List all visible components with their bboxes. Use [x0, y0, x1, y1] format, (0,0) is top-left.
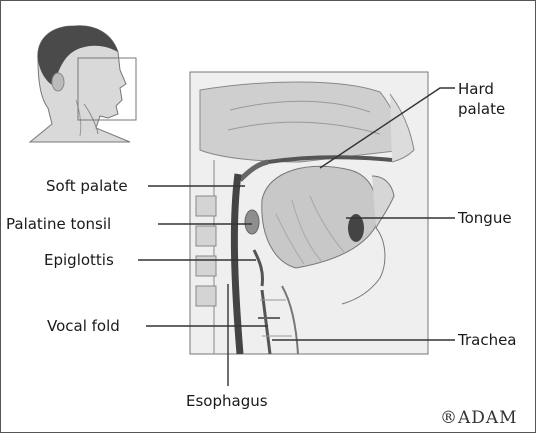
soft-palate-label: Soft palate: [46, 177, 128, 195]
hard-palate-label-line2: palate: [458, 100, 505, 118]
sagittal-section: [190, 72, 428, 354]
hard-palate-label-line1: Hard: [458, 80, 494, 98]
adam-logo: ®ADAM: [440, 408, 518, 428]
trachea-label: Trachea: [458, 331, 517, 349]
tongue-label: Tongue: [458, 209, 512, 227]
palatine-tonsil-label: Palatine tonsil: [6, 215, 111, 233]
head-thumbnail: [30, 26, 136, 142]
epiglottis-label: Epiglottis: [44, 251, 114, 269]
esophagus-label: Esophagus: [186, 392, 268, 410]
vocal-fold-label: Vocal fold: [47, 317, 120, 335]
